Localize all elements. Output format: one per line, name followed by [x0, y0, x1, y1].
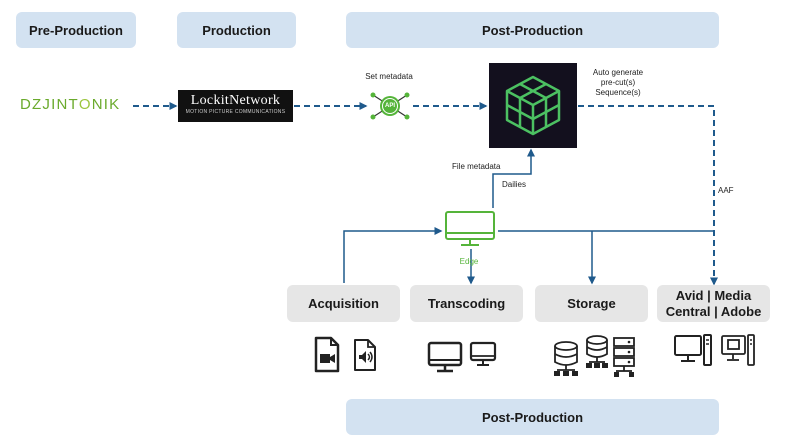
stage-post-production-bottom: Post-Production	[346, 399, 719, 435]
edge-monitor-icon	[445, 211, 495, 246]
auto-generate-label: Auto generate pre-cut(s) Sequence(s)	[592, 68, 644, 97]
lockit-name: LockitNetwork	[190, 93, 281, 108]
app-logo-tile	[489, 63, 577, 148]
lockit-tagline: MOTION PICTURE COMMUNICATIONS	[185, 109, 286, 115]
database-network-icon	[586, 335, 608, 368]
stage-pre-production: Pre-Production	[16, 12, 136, 48]
stage-production: Production	[177, 12, 296, 48]
monitor-icon	[427, 341, 463, 373]
lockitnetwork-logo: LockitNetwork MOTION PICTURE COMMUNICATI…	[178, 90, 293, 122]
aaf-label: AAF	[718, 186, 734, 195]
dzjintonik-logo: DZJINTONIK	[20, 96, 120, 113]
dzjintonik-logo-part-1: DZJINT	[20, 96, 79, 113]
storage-box: Storage	[535, 285, 648, 322]
set-metadata-label: Set metadata	[365, 72, 413, 81]
avid-box-line-2: Central | Adobe	[665, 303, 762, 319]
hexagon-cube-icon	[505, 75, 561, 136]
transcoding-box: Transcoding	[410, 285, 523, 322]
audio-file-icon	[354, 339, 376, 371]
stage-post-production-top: Post-Production	[346, 12, 719, 48]
edge-label: Edge	[459, 257, 479, 266]
dzjintonik-logo-part-2: O	[78, 96, 92, 113]
video-file-icon	[314, 336, 340, 373]
database-network-icon	[554, 341, 578, 376]
workstation-icon	[721, 334, 755, 366]
dailies-label: Dailies	[502, 180, 527, 189]
acquisition-box: Acquisition	[287, 285, 400, 322]
app-to-avid-aaf-line	[578, 105, 718, 286]
edge-to-app-dailies-line	[492, 148, 535, 208]
dzjintonik-logo-part-3: NIK	[91, 96, 121, 113]
acquisition-to-edge-line	[343, 227, 443, 283]
server-rack-icon	[613, 337, 635, 377]
file-metadata-label: File metadata	[452, 162, 501, 171]
workstation-icon	[674, 334, 712, 366]
api-label: API	[384, 103, 395, 109]
avid-box-line-1: Avid | Media	[675, 287, 752, 303]
avid-box: Avid | Media Central | Adobe	[657, 285, 770, 322]
monitor-icon	[469, 341, 497, 366]
api-hub-icon	[370, 92, 410, 120]
